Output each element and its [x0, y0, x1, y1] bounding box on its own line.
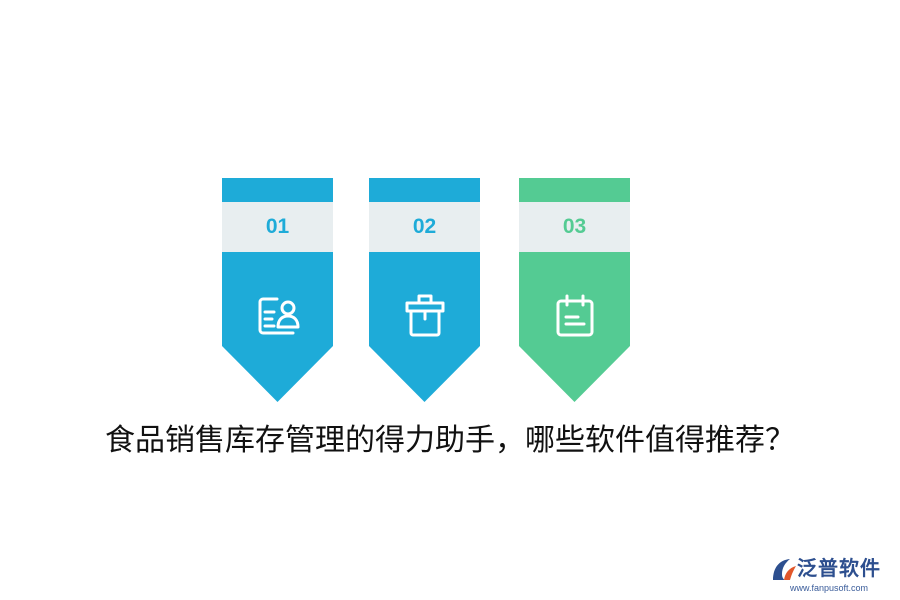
- banner-shape: [369, 178, 480, 402]
- user-card-icon: [258, 297, 300, 335]
- brand-mark-icon: [773, 559, 796, 580]
- calendar-icon: [556, 294, 594, 337]
- headline: 食品销售库存管理的得力助手，哪些软件值得推荐？: [105, 423, 795, 458]
- step-number: 01: [265, 215, 290, 238]
- step-card-03: 03: [519, 178, 630, 403]
- step-number: 02: [412, 215, 437, 238]
- banner-shape: [519, 178, 630, 402]
- brand-name: 泛普软件: [797, 556, 881, 580]
- brand-logo: 泛普软件 www.fanpusoft.com: [770, 554, 894, 596]
- box-icon: [405, 294, 445, 337]
- banner-shape: [222, 178, 333, 402]
- step-number: 03: [562, 215, 587, 238]
- step-card-02: 02: [369, 178, 480, 403]
- step-card-01: 01: [222, 178, 333, 403]
- brand-url: www.fanpusoft.com: [790, 583, 869, 593]
